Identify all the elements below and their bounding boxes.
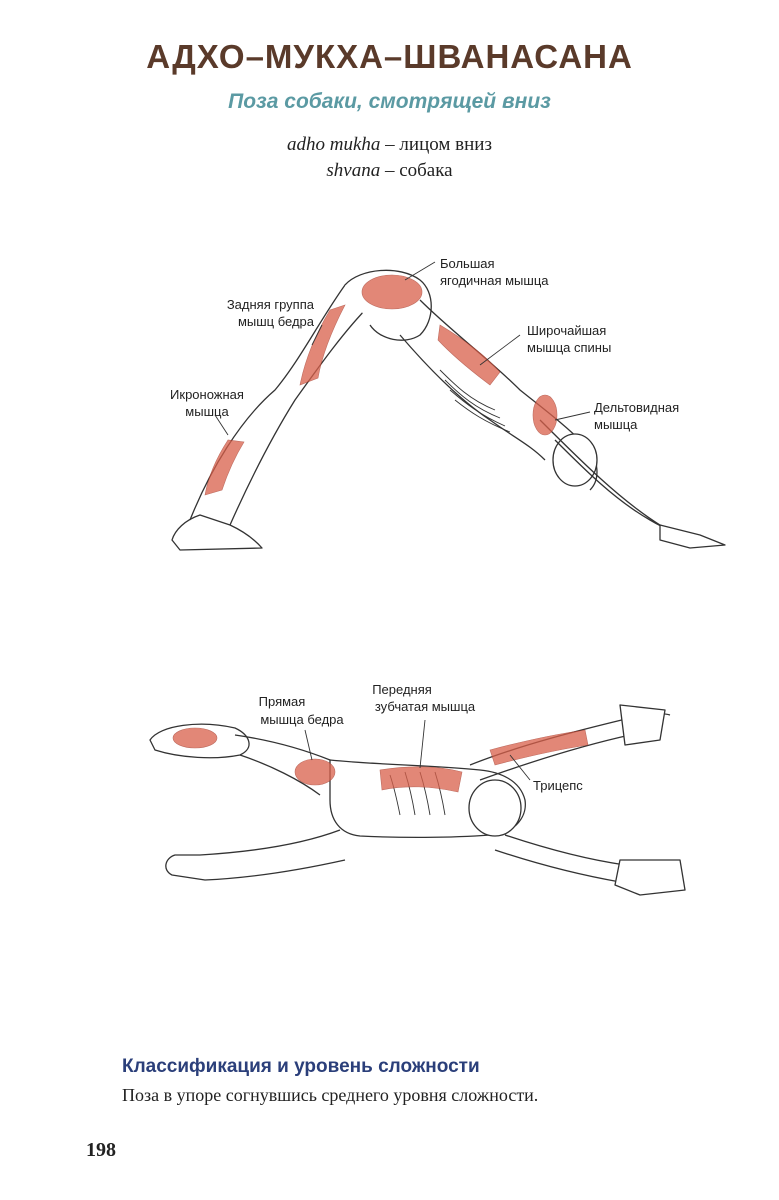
etymology-line: adho mukha – лицом вниз — [0, 134, 779, 156]
downward-dog-front-illustration: Прямая мышца бедра Передняя зубчатая мыш… — [149, 682, 686, 896]
section-heading: Классификация и уровень сложности — [122, 1056, 480, 1077]
leader-lines — [214, 261, 591, 436]
body-outline — [149, 704, 686, 896]
etymology-meaning: – собака — [384, 160, 453, 181]
gluteus-muscle-highlight — [361, 274, 423, 310]
latissimus-muscle-highlight — [437, 324, 501, 386]
muscle-highlights — [204, 274, 558, 496]
label-latissimus-line2: мышца спины — [527, 340, 611, 355]
leader-lines — [304, 719, 531, 781]
label-rectus-line1: Прямая — [259, 694, 306, 709]
etymology-term: shvana — [326, 160, 381, 181]
serratus-muscle-highlight — [379, 766, 463, 793]
page-title: АДХО–МУКХА–ШВАНАСАНА — [146, 38, 633, 75]
deltoid-muscle-highlight — [532, 394, 558, 436]
downward-dog-illustration: Большая ягодичная мышца Задняя группа мы… — [170, 256, 726, 551]
etymology-meaning: – лицом вниз — [385, 134, 492, 155]
foot-muscle-highlight — [172, 727, 218, 749]
label-calf-line1: Икроножная — [170, 387, 244, 402]
label-hamstrings-line2: мышц бедра — [238, 314, 315, 329]
page-subtitle: Поза собаки, смотрящей вниз — [228, 90, 551, 113]
triceps-muscle-highlight — [489, 729, 589, 766]
label-gluteus-line2: ягодичная мышца — [440, 273, 549, 288]
label-triceps: Трицепс — [533, 778, 583, 793]
label-latissimus-line1: Широчайшая — [527, 323, 606, 338]
muscle-highlights — [172, 727, 589, 793]
label-hamstrings-line1: Задняя группа — [227, 297, 315, 312]
page-number: 198 — [86, 1139, 116, 1161]
label-gluteus-line1: Большая — [440, 256, 495, 271]
label-serratus-line1: Передняя — [372, 682, 432, 697]
label-deltoid-line2: мышца — [594, 417, 638, 432]
etymology-line: shvana – собака — [0, 160, 779, 182]
etymology-term: adho mukha — [287, 134, 381, 155]
calf-muscle-highlight — [204, 439, 245, 496]
label-calf-line2: мышца — [185, 404, 229, 419]
rectus-femoris-highlight — [294, 758, 336, 786]
label-serratus-line2: зубчатая мышца — [375, 699, 476, 714]
section-body: Поза в упоре согнувшись среднего уровня … — [122, 1085, 539, 1105]
label-rectus-line2: мышца бедра — [260, 712, 344, 727]
label-deltoid-line1: Дельтовидная — [594, 400, 679, 415]
